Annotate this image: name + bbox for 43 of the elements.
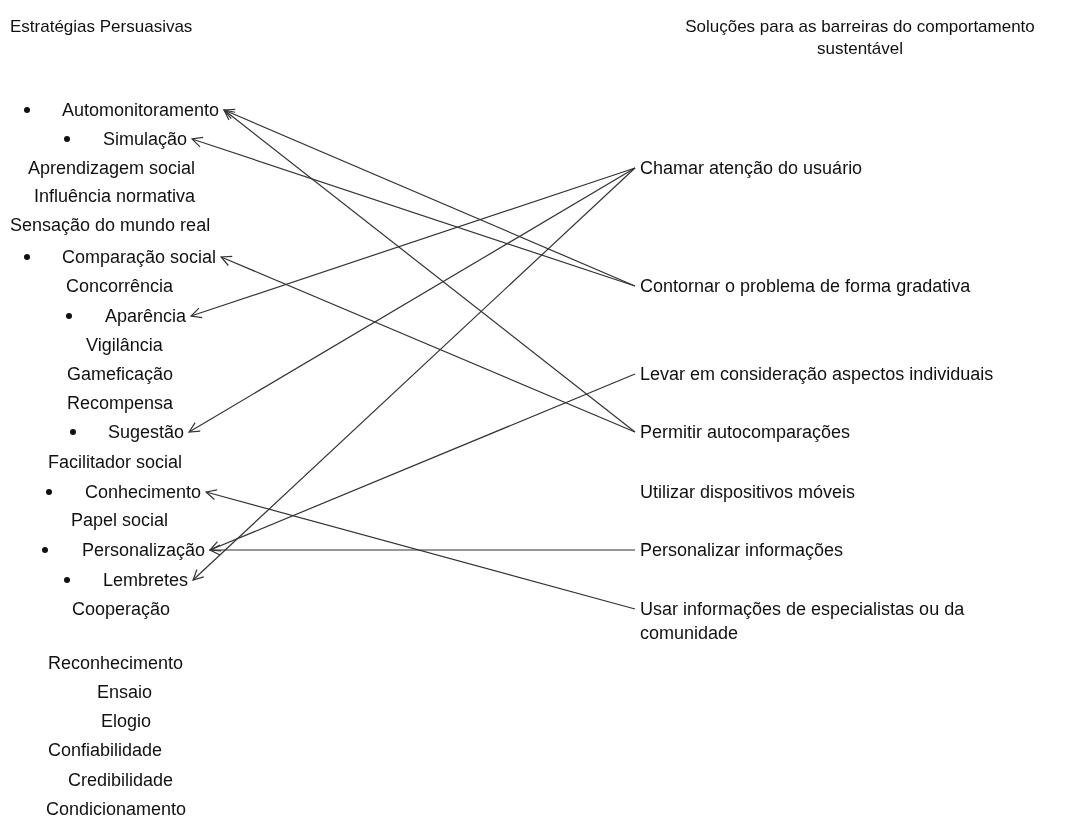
item-text: Personalizar informações [640, 538, 844, 562]
item-text: Conhecimento [85, 480, 202, 504]
item-text: Chamar atenção do usuário [640, 156, 863, 180]
arrow [223, 108, 636, 287]
item-text: Aparência [105, 304, 187, 328]
item-text: Sensação do mundo real [10, 213, 211, 237]
item-text: Lembretes [103, 568, 189, 592]
item-text: Comparação social [62, 245, 217, 269]
item-text: Concorrência [66, 274, 174, 298]
item-text: Aprendizagem social [28, 156, 196, 180]
item-text: Reconhecimento [48, 651, 184, 675]
arrow [192, 167, 636, 581]
arrow [188, 167, 636, 433]
item-text: Condicionamento [46, 797, 187, 820]
item-text: Levar em consideração aspectos individuais [640, 362, 994, 386]
arrow [209, 373, 636, 552]
item-text: Gameficação [67, 362, 174, 386]
arrow [205, 489, 636, 610]
item-text: Ensaio [97, 680, 153, 704]
item-text: Papel social [71, 508, 169, 532]
item-text: Influência normativa [34, 184, 196, 208]
arrow [191, 136, 636, 287]
item-text: Vigilância [86, 333, 163, 357]
item-text: Credibilidade [68, 768, 174, 792]
item-text: Contornar o problema de forma gradativa [640, 274, 971, 298]
item-text: Utilizar dispositivos móveis [640, 480, 856, 504]
column-heading: Estratégias Persuasivas [10, 16, 194, 38]
item-text: Permitir autocomparações [640, 420, 851, 444]
item-text: Sugestão [108, 420, 185, 444]
arrow [190, 167, 636, 319]
item-text: Personalização [82, 538, 206, 562]
item-text: Cooperação [72, 597, 171, 621]
item-text: Confiabilidade [48, 738, 163, 762]
arrow [220, 255, 636, 433]
item-text: Elogio [101, 709, 152, 733]
arrow [209, 544, 636, 556]
item-text: Automonitoramento [62, 98, 220, 122]
item-text: Simulação [103, 127, 188, 151]
arrow [223, 109, 636, 433]
item-text: Recompensa [67, 391, 174, 415]
column-heading: Soluções para as barreiras do comportamento sustentável [684, 16, 1036, 60]
item-text: Facilitador social [48, 450, 183, 474]
item-text: Usar informações de especialistas ou da comunidade [640, 597, 1050, 645]
